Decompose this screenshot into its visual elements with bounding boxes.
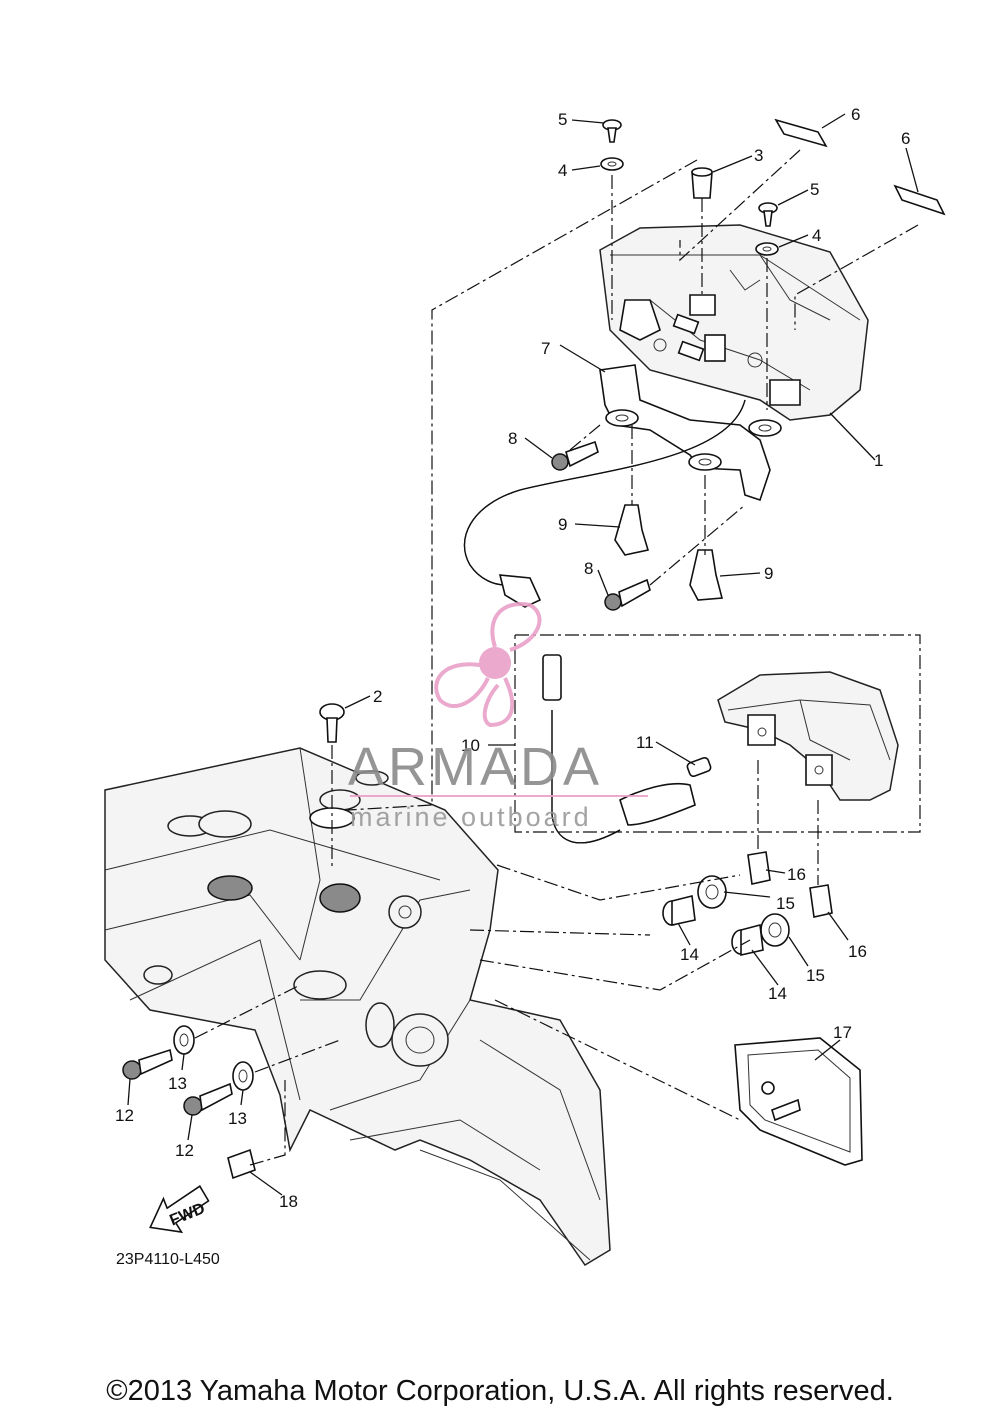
license-light	[542, 654, 899, 844]
watermark: ARMADA marine outboard	[348, 602, 648, 832]
callout-15: 15	[806, 966, 825, 985]
callout-4: 4	[558, 161, 567, 180]
callout-7: 7	[541, 339, 550, 358]
callout-14: 14	[680, 945, 699, 964]
watermark-tagline: marine outboard	[350, 802, 592, 832]
fwd-arrow: FWD	[149, 1185, 210, 1234]
tail-light-assembly	[599, 224, 869, 421]
callout-3: 3	[754, 146, 763, 165]
callout-4: 4	[812, 226, 821, 245]
callout-14: 14	[768, 984, 787, 1003]
callout-1: 1	[874, 451, 883, 470]
small-parts-lower	[122, 703, 863, 1180]
callout-9: 9	[764, 564, 773, 583]
callout-labels: 1 2 3 4 4 5 5 6 6 7 8 8 9 9 10 11 12 12 …	[115, 105, 910, 1211]
callout-8: 8	[584, 559, 593, 578]
callout-13: 13	[228, 1109, 247, 1128]
callout-10: 10	[461, 736, 480, 755]
watermark-brand: ARMADA	[348, 737, 603, 797]
callout-12: 12	[115, 1106, 134, 1125]
callout-17: 17	[833, 1023, 852, 1042]
callout-2: 2	[373, 687, 382, 706]
callout-13: 13	[168, 1074, 187, 1093]
fasteners-top	[551, 118, 946, 611]
callout-5: 5	[810, 180, 819, 199]
callout-12: 12	[175, 1141, 194, 1160]
callout-6: 6	[901, 129, 910, 148]
leader-lines	[127, 113, 921, 1196]
callout-18: 18	[279, 1192, 298, 1211]
callout-6: 6	[851, 105, 860, 124]
diagram-code: 23P4110-L450	[116, 1251, 220, 1268]
rear-fender	[104, 747, 611, 1267]
parts-diagram: 1 2 3 4 4 5 5 6 6 7 8 8 9 9 10 11 12 12 …	[104, 105, 946, 1268]
callout-16: 16	[787, 865, 806, 884]
callout-15: 15	[776, 894, 795, 913]
copyright-notice: ©2013 Yamaha Motor Corporation, U.S.A. A…	[106, 1375, 894, 1407]
propeller-logo-icon	[434, 602, 542, 728]
callout-16: 16	[848, 942, 867, 961]
callout-8: 8	[508, 429, 517, 448]
bracket	[463, 364, 782, 608]
callout-11: 11	[636, 733, 654, 752]
callout-5: 5	[558, 110, 567, 129]
callout-9: 9	[558, 515, 567, 534]
